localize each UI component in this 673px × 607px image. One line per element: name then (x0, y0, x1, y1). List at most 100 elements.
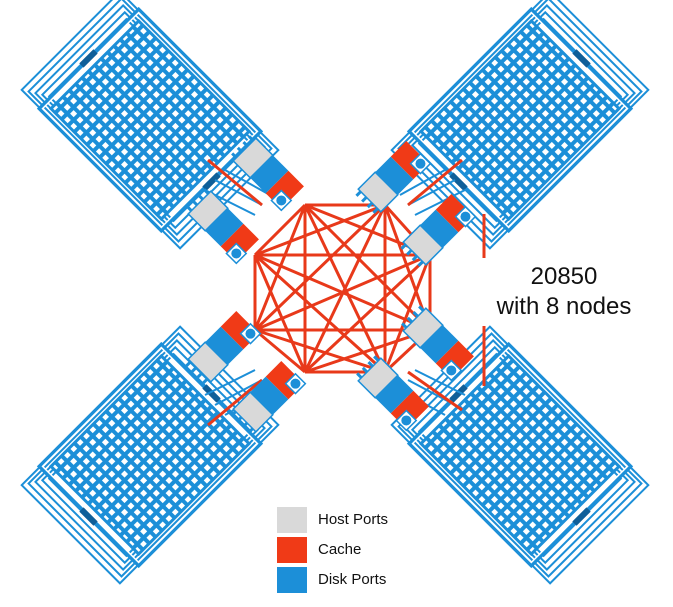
port-pin (196, 371, 204, 379)
system-model: 20850 (530, 263, 598, 290)
logo-badge-circle (290, 378, 301, 389)
shelf-connector (572, 49, 591, 68)
legend-swatch-host-ports (277, 507, 307, 533)
logo-badge-circle (276, 195, 287, 206)
hp-logo-icon (440, 359, 463, 382)
system-node-count: with 8 nodes (496, 293, 632, 320)
controller-node-1 (231, 135, 304, 212)
shelf-connector (449, 384, 468, 403)
shelf-cable (407, 179, 456, 206)
mesh-link (303, 204, 387, 373)
logo-badge-circle (460, 211, 471, 222)
mesh-link (383, 254, 432, 373)
shelf-connector (449, 172, 468, 191)
hp-logo-icon (454, 205, 477, 228)
shelf-wiring-outline (397, 332, 643, 578)
disk-ports-block (250, 376, 289, 415)
shelf-connector (79, 49, 98, 68)
logo-badge-circle (401, 415, 412, 426)
port-pin (373, 355, 380, 362)
shelf-cable (214, 179, 263, 206)
hp-logo-icon (284, 372, 307, 395)
cache-cable (207, 158, 263, 207)
legend-label-host-ports: Host Ports (318, 511, 389, 528)
shelf-wiring-outline (27, 0, 273, 243)
disk-ports-block (420, 325, 459, 364)
controller-node-4 (401, 305, 474, 382)
disk-shelf-bottom-right-icon (390, 325, 650, 585)
host-ports-block (402, 307, 444, 349)
disk-ports-block (375, 156, 414, 195)
mesh-link (253, 253, 387, 374)
controller-node-8 (186, 188, 259, 265)
controller-node-5 (356, 355, 429, 432)
shelf-connector (202, 384, 221, 403)
controller-node-2 (355, 141, 432, 214)
port-pin (361, 196, 368, 203)
hp-logo-icon (270, 189, 293, 212)
shelf-drive-grid (418, 18, 622, 222)
port-pin (406, 316, 414, 324)
port-pin (418, 305, 425, 312)
hp-logo-icon (395, 409, 418, 432)
disk-shelf-top-left-icon (20, 0, 280, 250)
cache-mesh-interconnect (253, 203, 432, 374)
shelf-cable (204, 369, 256, 396)
controller-node-6 (230, 361, 307, 434)
port-pin (230, 410, 237, 417)
mesh-link (253, 254, 307, 373)
shelf-connector (79, 507, 98, 526)
shelf-drive-grid (48, 18, 252, 222)
logo-badge-circle (245, 328, 256, 339)
port-pin (372, 207, 379, 214)
legend-swatch-cache (277, 537, 307, 563)
port-pin (401, 322, 408, 329)
port-pin (411, 254, 419, 262)
port-pin (242, 141, 249, 148)
port-pin (400, 243, 407, 250)
port-pin (197, 194, 204, 201)
port-pin (191, 199, 199, 207)
legend-label-cache: Cache (318, 541, 362, 558)
shelf-cables (204, 158, 466, 427)
port-pin (361, 366, 369, 374)
port-pin (247, 427, 254, 434)
disk-ports-block (205, 208, 244, 247)
host-ports-block (232, 137, 274, 179)
disk-ports-block (205, 326, 244, 365)
mesh-link (253, 203, 307, 257)
hp-logo-icon (239, 322, 262, 345)
port-pin (366, 201, 374, 209)
mesh-link (253, 204, 307, 331)
disk-shelves (20, 0, 650, 585)
mesh-link (254, 328, 386, 374)
host-ports-block (402, 224, 444, 266)
port-pin (236, 146, 244, 154)
cache-cable (207, 378, 263, 427)
port-pin (367, 361, 374, 368)
shelf-wiring-outline (397, 0, 643, 243)
disk-shelf-bottom-left-icon (20, 325, 280, 585)
host-ports-block (232, 391, 274, 433)
shelf-cable (214, 379, 263, 406)
logo-badge-circle (446, 365, 457, 376)
port-pin (186, 205, 193, 212)
port-pin (248, 135, 255, 142)
legend-swatch-disk-ports (277, 567, 307, 593)
port-pin (417, 260, 424, 267)
port-pin (356, 372, 363, 379)
port-pin (231, 152, 238, 159)
port-pin (412, 311, 419, 318)
controller-node-7 (185, 311, 262, 384)
mesh-link (254, 328, 306, 374)
logo-badge-circle (415, 158, 426, 169)
hp-logo-icon (409, 152, 432, 175)
disk-ports-block (250, 155, 289, 194)
controller-node-3 (400, 194, 477, 267)
port-pin (203, 188, 210, 195)
host-ports-block (187, 341, 229, 383)
port-pin (241, 421, 249, 429)
disk-ports-block (375, 375, 414, 414)
disk-shelf-top-right-icon (390, 0, 650, 250)
